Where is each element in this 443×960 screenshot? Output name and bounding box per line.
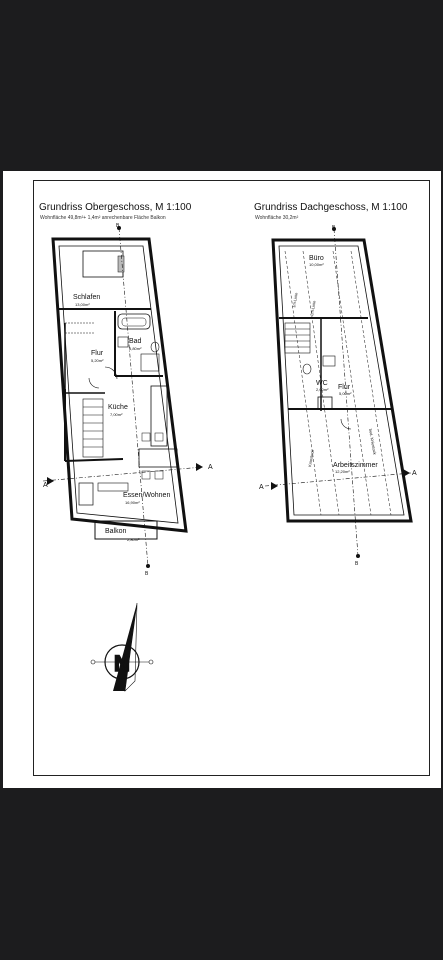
- left-plan-outer-wall: [51, 237, 188, 533]
- left-section-b-bottom: B: [145, 571, 149, 577]
- left-area-flur: 5,20m²: [91, 358, 104, 363]
- left-label-balkon: Balkon: [105, 528, 127, 535]
- right-plan: [264, 228, 413, 557]
- left-area-kueche: 7,00m²: [110, 412, 123, 417]
- left-area-balkon: 2,80m²: [127, 537, 140, 542]
- right-plan-subtitle: Wohnfläche 30,2m²: [255, 215, 299, 221]
- bed: [82, 250, 124, 278]
- north-arrow-icon: [90, 602, 154, 692]
- left-plan-subtitle: Wohnfläche 49,8m²+ 1,4m² anrechenbare Fl…: [40, 215, 166, 221]
- left-section-a-left: A: [43, 482, 48, 489]
- right-label-buero: Büro: [309, 255, 324, 262]
- left-label-flur: Flur: [91, 350, 104, 357]
- right-area-flur: 5,00m²: [339, 391, 352, 396]
- right-note-kniestock: Kniestock: [307, 449, 315, 467]
- right-plan-outer-wall: [271, 238, 413, 523]
- right-plan-title: Grundriss Dachgeschoss, M 1:100: [254, 202, 408, 213]
- right-note-1m: 1m-Linie: [291, 291, 299, 308]
- left-label-schlafen: Schlafen: [73, 294, 100, 301]
- floor-plans-drawing: Schlafen 13,00m² Bad 5,80m² Flur 5,20m² …: [42, 223, 417, 692]
- dining-table: [138, 448, 178, 468]
- right-area-wc: 2,00m²: [316, 387, 329, 392]
- plan-sheet: Grundriss Obergeschoss, M 1:100 Wohnfläc…: [3, 171, 441, 788]
- bathtub: [117, 313, 151, 330]
- right-section-a-right: A: [412, 470, 417, 477]
- sink: [117, 336, 129, 348]
- toilet: [150, 341, 160, 353]
- left-label-bad: Bad: [129, 338, 142, 345]
- left-area-schlafen: 13,00m²: [75, 302, 90, 307]
- right-note-2m: 2m-Linie: [309, 299, 317, 316]
- balcony: [94, 520, 158, 540]
- right-label-arbeitszimmer: Arbeitszimmer: [333, 462, 378, 469]
- left-area-essen: 16,90m²: [125, 500, 140, 505]
- right-section-b-bottom: B: [355, 561, 359, 567]
- right-note-kniestock-bed: bed. Kniestock: [368, 428, 377, 455]
- left-section-a-right: A: [208, 464, 213, 471]
- right-area-buero: 10,00m²: [309, 262, 324, 267]
- left-area-bad: 5,80m²: [129, 346, 142, 351]
- left-plan: [42, 227, 204, 567]
- north-arrow-label: N: [114, 651, 130, 676]
- right-section-b-top: B: [332, 225, 336, 231]
- left-section-b-top: B: [116, 223, 120, 229]
- left-label-essen: Essen/Wohnen: [123, 492, 170, 499]
- right-section-a-left: A: [259, 484, 264, 491]
- drawing-frame: [33, 180, 430, 776]
- shower: [140, 353, 160, 372]
- right-label-flur: Flur: [338, 384, 351, 391]
- left-plan-title: Grundriss Obergeschoss, M 1:100: [39, 202, 192, 213]
- left-label-kueche: Küche: [108, 404, 128, 411]
- right-label-wc: WC: [316, 380, 328, 387]
- right-area-arbeitszimmer: 12,20m²: [335, 469, 350, 474]
- kitchen-counter: [150, 385, 168, 447]
